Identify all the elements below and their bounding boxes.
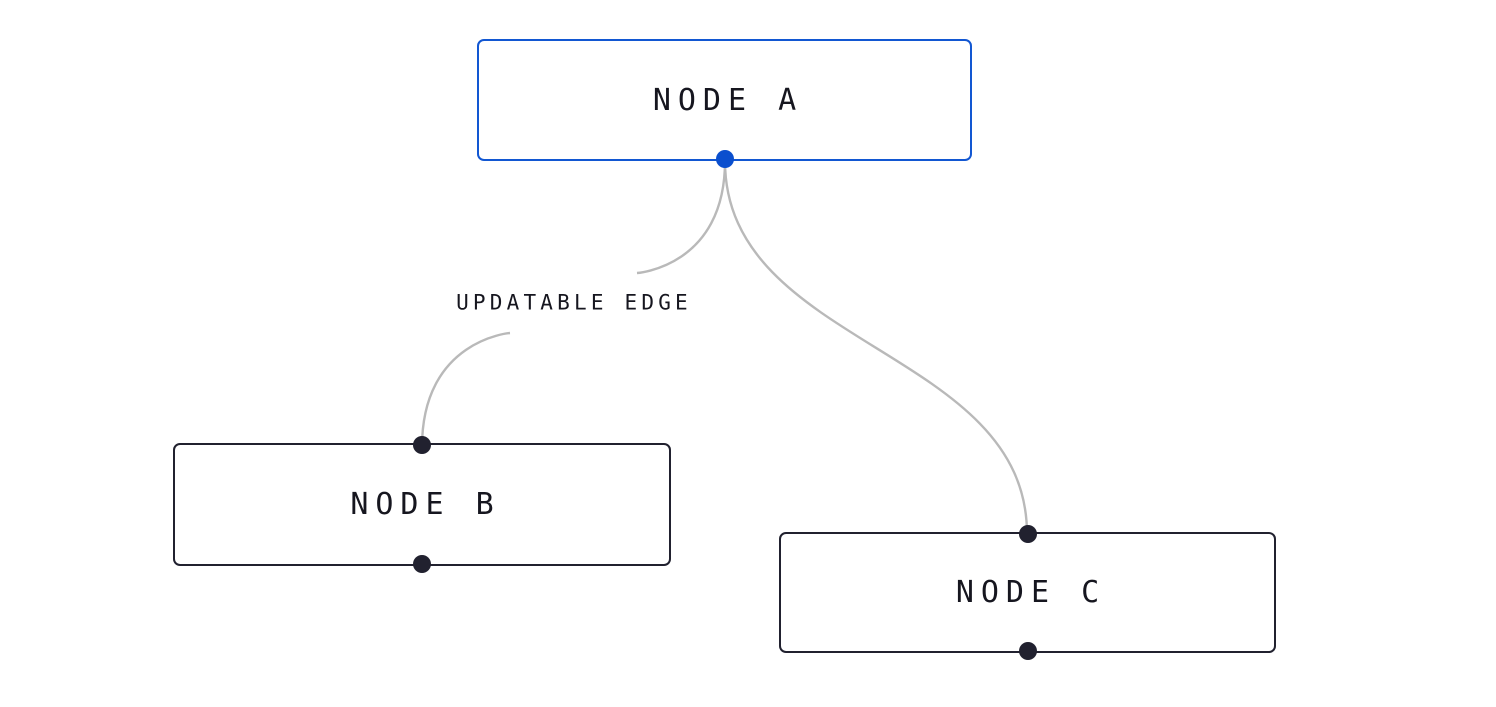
node-c-target-handle[interactable] xyxy=(1018,525,1037,543)
node-b-target-handle[interactable] xyxy=(413,436,431,454)
node-a-label: NODE A xyxy=(652,82,804,118)
edge-a-to-c[interactable] xyxy=(723,160,1029,535)
node-a[interactable]: NODE A xyxy=(477,39,972,168)
node-b-label: NODE B xyxy=(350,487,501,522)
edge-label-updatable-edge[interactable]: UPDATABLE EDGE xyxy=(446,285,702,321)
node-b[interactable]: NODE B xyxy=(173,436,671,573)
node-a-source-handle[interactable] xyxy=(715,150,734,168)
node-c-label: NODE C xyxy=(955,575,1107,610)
node-c-source-handle[interactable] xyxy=(1018,642,1037,660)
node-c[interactable]: NODE C xyxy=(779,525,1276,660)
node-b-source-handle[interactable] xyxy=(413,555,431,573)
